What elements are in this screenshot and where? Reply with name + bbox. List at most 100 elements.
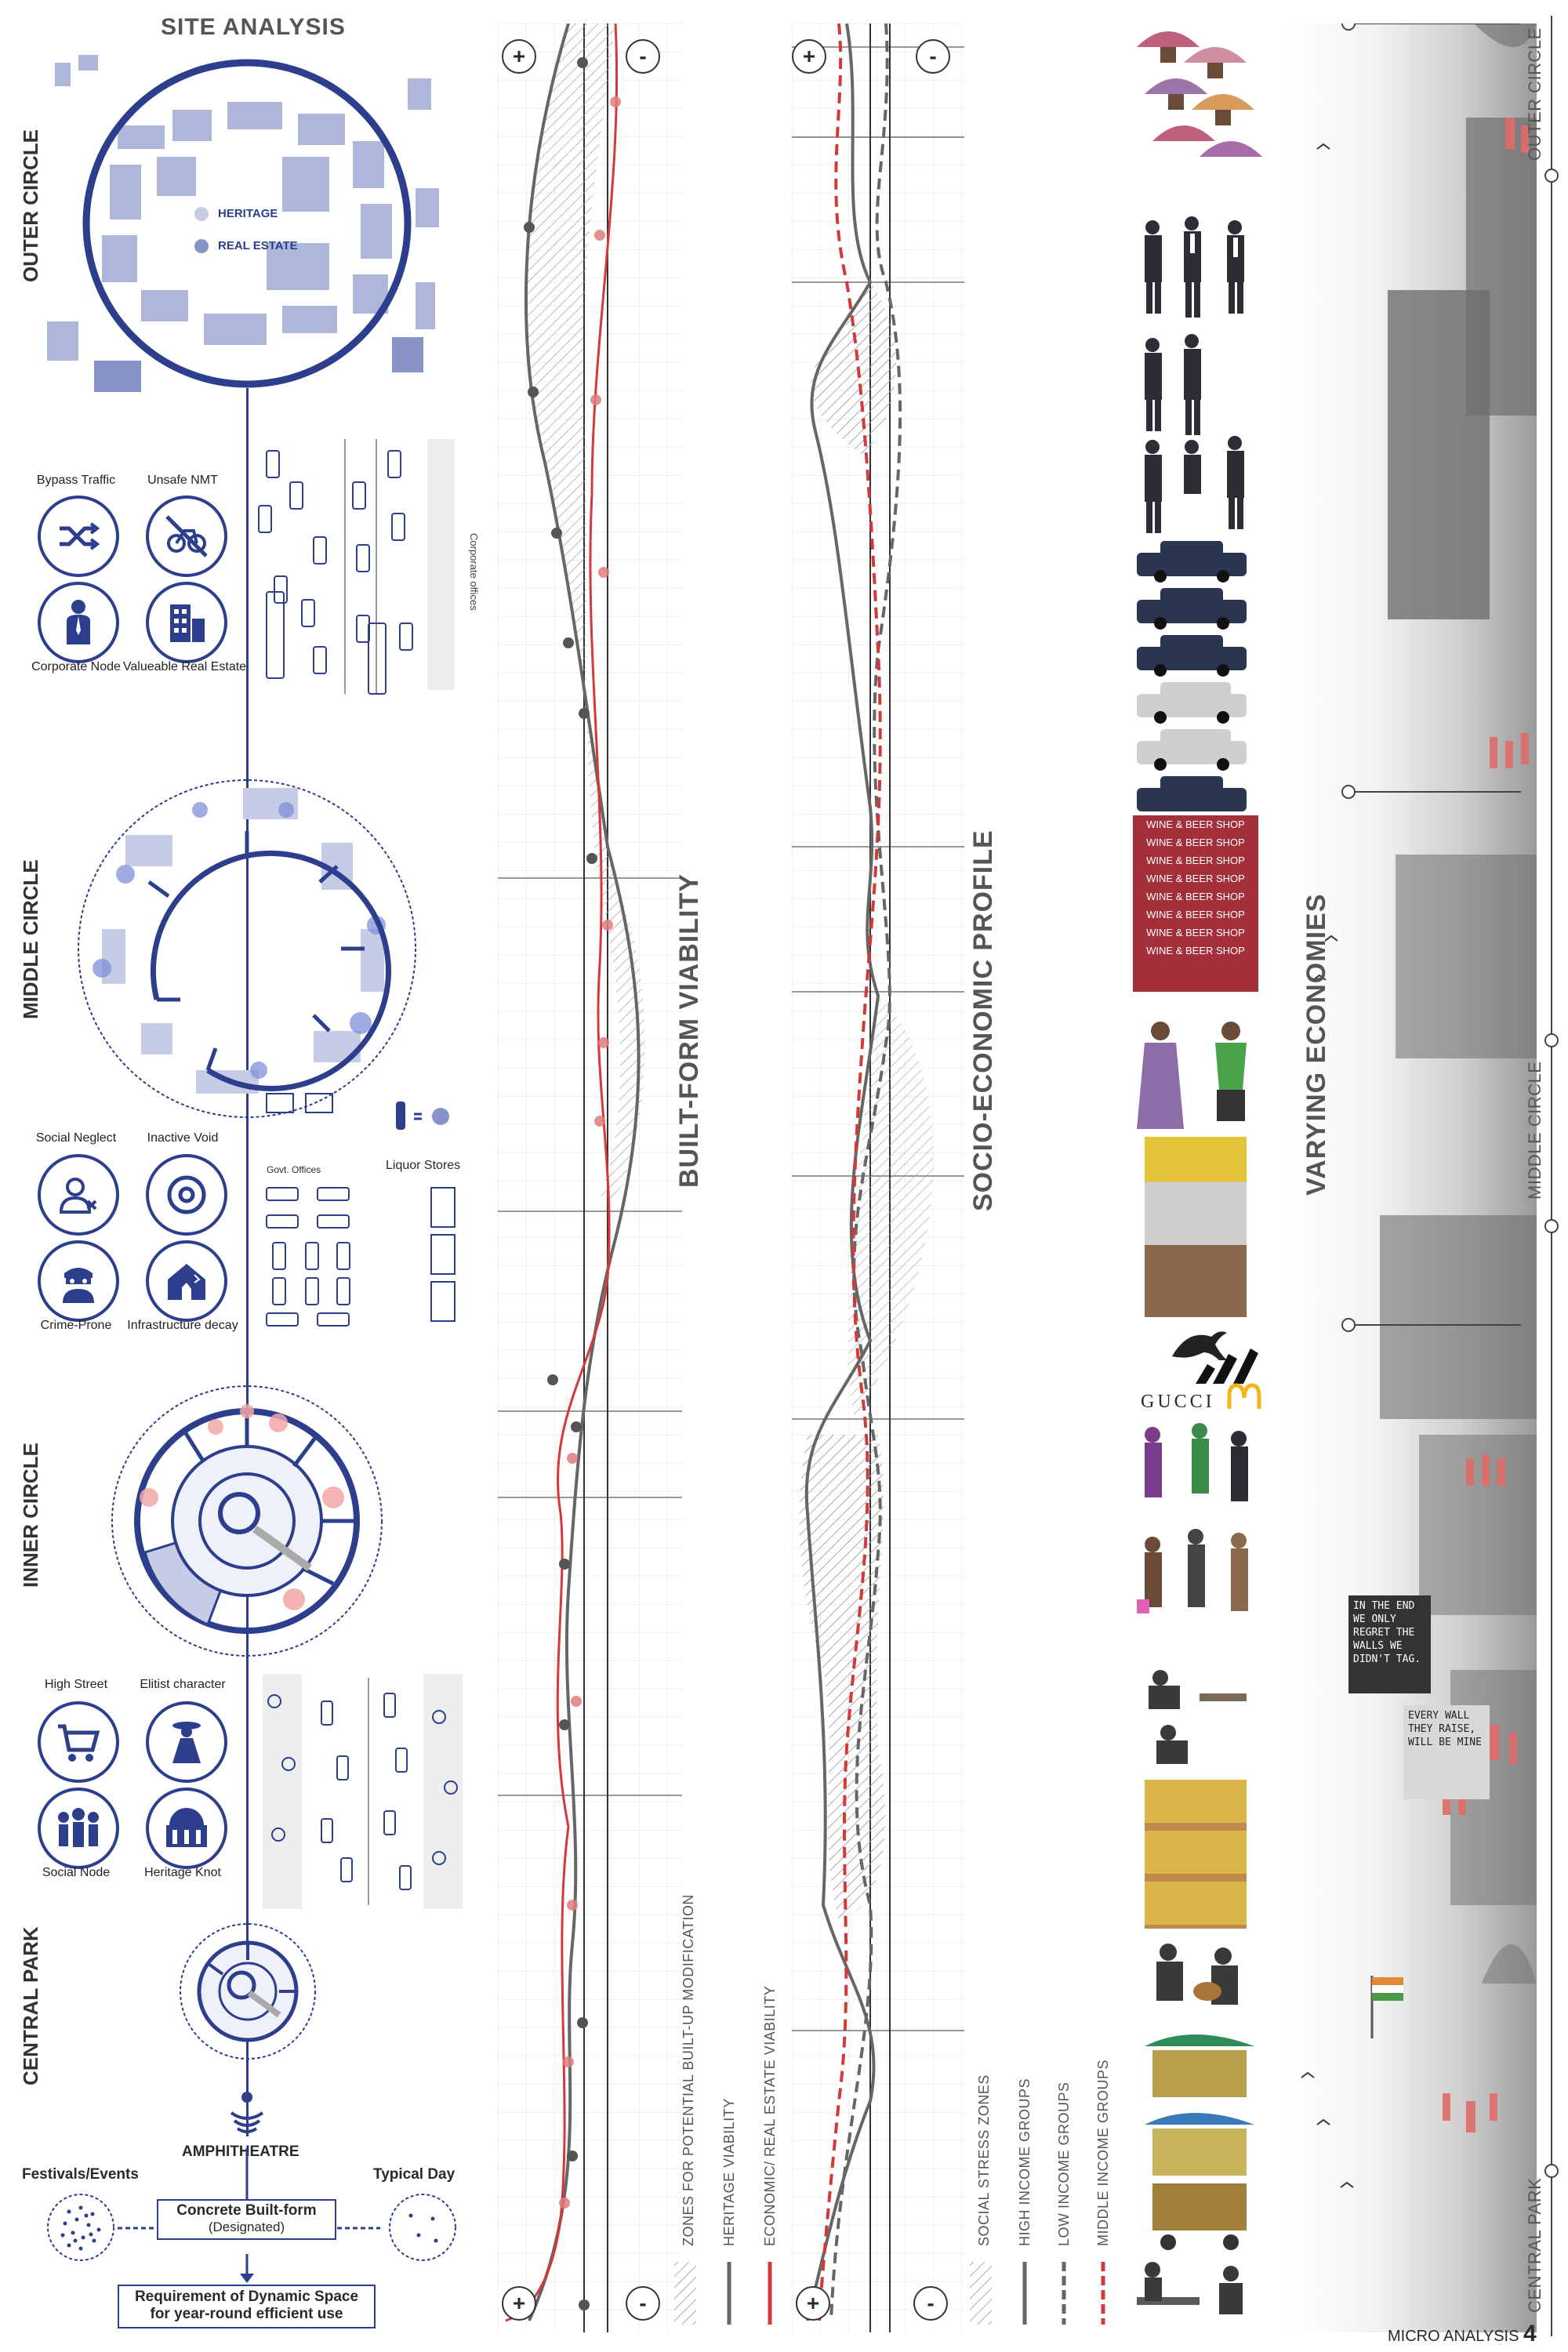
legend-social-stress: SOCIAL STRESS ZONES: [976, 2074, 992, 2246]
lady-icon: [146, 1701, 227, 1783]
wine-shop-image: WINE & BEER SHOP WINE & BEER SHOP WINE &…: [1133, 815, 1258, 992]
building-icon: [146, 582, 227, 663]
builtform-plus-top: +: [502, 39, 536, 74]
corporate-offices-label: Corporate offices: [468, 533, 480, 611]
masked-person-icon: [38, 1240, 119, 1322]
heritage-dot: [194, 207, 209, 221]
cart-icon: [38, 1701, 119, 1783]
label-central-park: CENTRAL PARK: [19, 1926, 42, 2085]
builtform-title: BUILT-FORM VIABILITY: [674, 873, 704, 1188]
typical-day-label: Typical Day: [373, 2166, 456, 2183]
axis-node-middle-2: [1544, 1219, 1559, 1233]
inner-street-map: [263, 1674, 463, 1909]
bench-people-image: [1137, 2262, 1243, 2314]
builtform-minus-top: -: [626, 39, 660, 74]
streetscape-silhouettes: [1301, 24, 1537, 2188]
outer-circle-diagram: [47, 55, 439, 392]
footer-text: MICRO ANALYSIS: [1388, 2328, 1519, 2345]
right-axis-line: [1551, 16, 1552, 2336]
central-park-diagram: [180, 1923, 316, 2060]
socio-plus-top: +: [792, 39, 826, 74]
icon-label-unsafe-nmt: Unsafe NMT: [147, 474, 218, 487]
businessmen-image: [1145, 216, 1244, 533]
middle-circle-diagram: [78, 779, 416, 1118]
designated-label: (Designated): [208, 2220, 285, 2234]
icon-label-elitist: Elitist character: [140, 1678, 226, 1691]
real-estate-dot: [194, 239, 209, 253]
wine-shop-sign: WINE & BEER SHOP: [1146, 837, 1245, 848]
no-bicycle-icon: [146, 495, 227, 577]
adidas-logo-icon: [1196, 1348, 1258, 1384]
umbrella-vendors-image: [1137, 31, 1262, 157]
legend-economic-viability: ECONOMIC/ REAL ESTATE VIABILITY: [762, 1985, 778, 2246]
axis-node-top: [1544, 169, 1559, 183]
requirement-line-2: for year-round efficient use: [150, 2306, 343, 2322]
spine-line: [246, 388, 249, 2136]
icon-label-heritage-knot: Heritage Knot: [144, 1866, 221, 1879]
gucci-logo: GUCCI: [1141, 1392, 1215, 1412]
socio-title: SOCIO-ECONOMIC PROFILE: [968, 829, 998, 1211]
site-analysis-title: SITE ANALYSIS: [161, 14, 346, 40]
spice-market-image: [1145, 1780, 1247, 1929]
typical-day-dots-icon: [389, 2194, 456, 2261]
wine-shop-sign: WINE & BEER SHOP: [1146, 927, 1245, 938]
socio-chart: [792, 24, 964, 2332]
monument-icon: [146, 1788, 227, 1869]
mcdonalds-logo-icon: [1227, 1383, 1261, 1409]
builtform-minus-bottom: -: [626, 2286, 660, 2321]
cars-image: [1137, 541, 1247, 811]
label-inner-circle: INNER CIRCLE: [19, 1443, 42, 1588]
builtform-chart: [498, 24, 682, 2332]
legend-zones: ZONES FOR POTENTIAL BUILT-UP MODIFICATIO…: [681, 1894, 696, 2246]
icon-label-bypass: Bypass Traffic: [36, 474, 116, 487]
economies-title: VARYING ECONOMIES: [1301, 893, 1331, 1196]
flow-arrows: [118, 2148, 380, 2283]
requirement-line-1: Requirement of Dynamic Space: [134, 2288, 359, 2305]
festivals-dots-icon: [47, 2194, 114, 2261]
builtform-legend-swatches: [674, 2262, 772, 2325]
legend-middle-income: MIDDLE INCOME GROUPS: [1095, 2059, 1111, 2246]
puma-logo-icon: [1172, 1331, 1227, 1360]
wine-shop-sign: WINE & BEER SHOP: [1146, 945, 1245, 956]
street-vendors-image: [1137, 1022, 1247, 1129]
inner-circle-diagram: [111, 1385, 383, 1657]
axis-node-middle-1: [1544, 1033, 1559, 1047]
label-outer-circle: OUTER CIRCLE: [19, 129, 42, 282]
icon-label-social-neglect: Social Neglect: [35, 1131, 117, 1145]
festivals-label: Festivals/Events: [22, 2166, 139, 2183]
sack-market-image: [1145, 1137, 1247, 1317]
legend-low-income: LOW INCOME GROUPS: [1056, 2082, 1072, 2246]
wine-shop-sign: WINE & BEER SHOP: [1146, 818, 1245, 830]
socio-minus-top: -: [916, 39, 950, 74]
workers-image: [1149, 1670, 1247, 1764]
icon-label-high-street: High Street: [44, 1678, 108, 1691]
icon-label-infra-decay: Infrastructure decay: [127, 1319, 238, 1332]
footer-label: MICRO ANALYSIS 4: [1388, 2321, 1537, 2347]
icon-label-real-estate: Valueable Real Estate: [122, 660, 247, 673]
socio-minus-bottom: -: [913, 2286, 948, 2321]
axis-label-outer: OUTER CIRCLE: [1525, 27, 1544, 161]
shoppers-image: [1137, 1423, 1248, 1613]
legend-heritage: HERITAGE: [218, 207, 278, 220]
target-icon: [146, 1154, 227, 1236]
legend-high-income: HIGH INCOME GROUPS: [1017, 2078, 1033, 2246]
outer-street-map: [258, 439, 455, 695]
socio-plus-bottom: +: [796, 2286, 830, 2321]
builtform-plus-bottom: +: [502, 2286, 536, 2321]
wine-shop-sign: WINE & BEER SHOP: [1146, 873, 1245, 884]
legend-heritage-viability: HERITAGE VIABILITY: [721, 2098, 737, 2246]
graffiti-board-1: IN THE END WE ONLY REGRET THE WALLS WE D…: [1348, 1595, 1431, 1693]
wine-shop-sign: WINE & BEER SHOP: [1146, 909, 1245, 920]
icon-label-corporate: Corporate Node: [31, 660, 121, 673]
liquor-stores-label: Liquor Stores: [386, 1159, 461, 1172]
socio-legend-swatches: [970, 2262, 1105, 2325]
amphitheatre-label: AMPHITHEATRE: [182, 2143, 299, 2160]
legend-real-estate: REAL ESTATE: [218, 239, 298, 252]
built-form-label: Concrete Built-form: [176, 2202, 317, 2219]
user-x-icon: [38, 1154, 119, 1236]
musicians-image: [1156, 1944, 1238, 2005]
shuffle-icon: [38, 495, 119, 577]
govt-offices-label: Govt. Offices: [267, 1164, 321, 1175]
vendor-cart-image: [1145, 2034, 1254, 2250]
icon-label-social-node: Social Node: [42, 1866, 111, 1879]
